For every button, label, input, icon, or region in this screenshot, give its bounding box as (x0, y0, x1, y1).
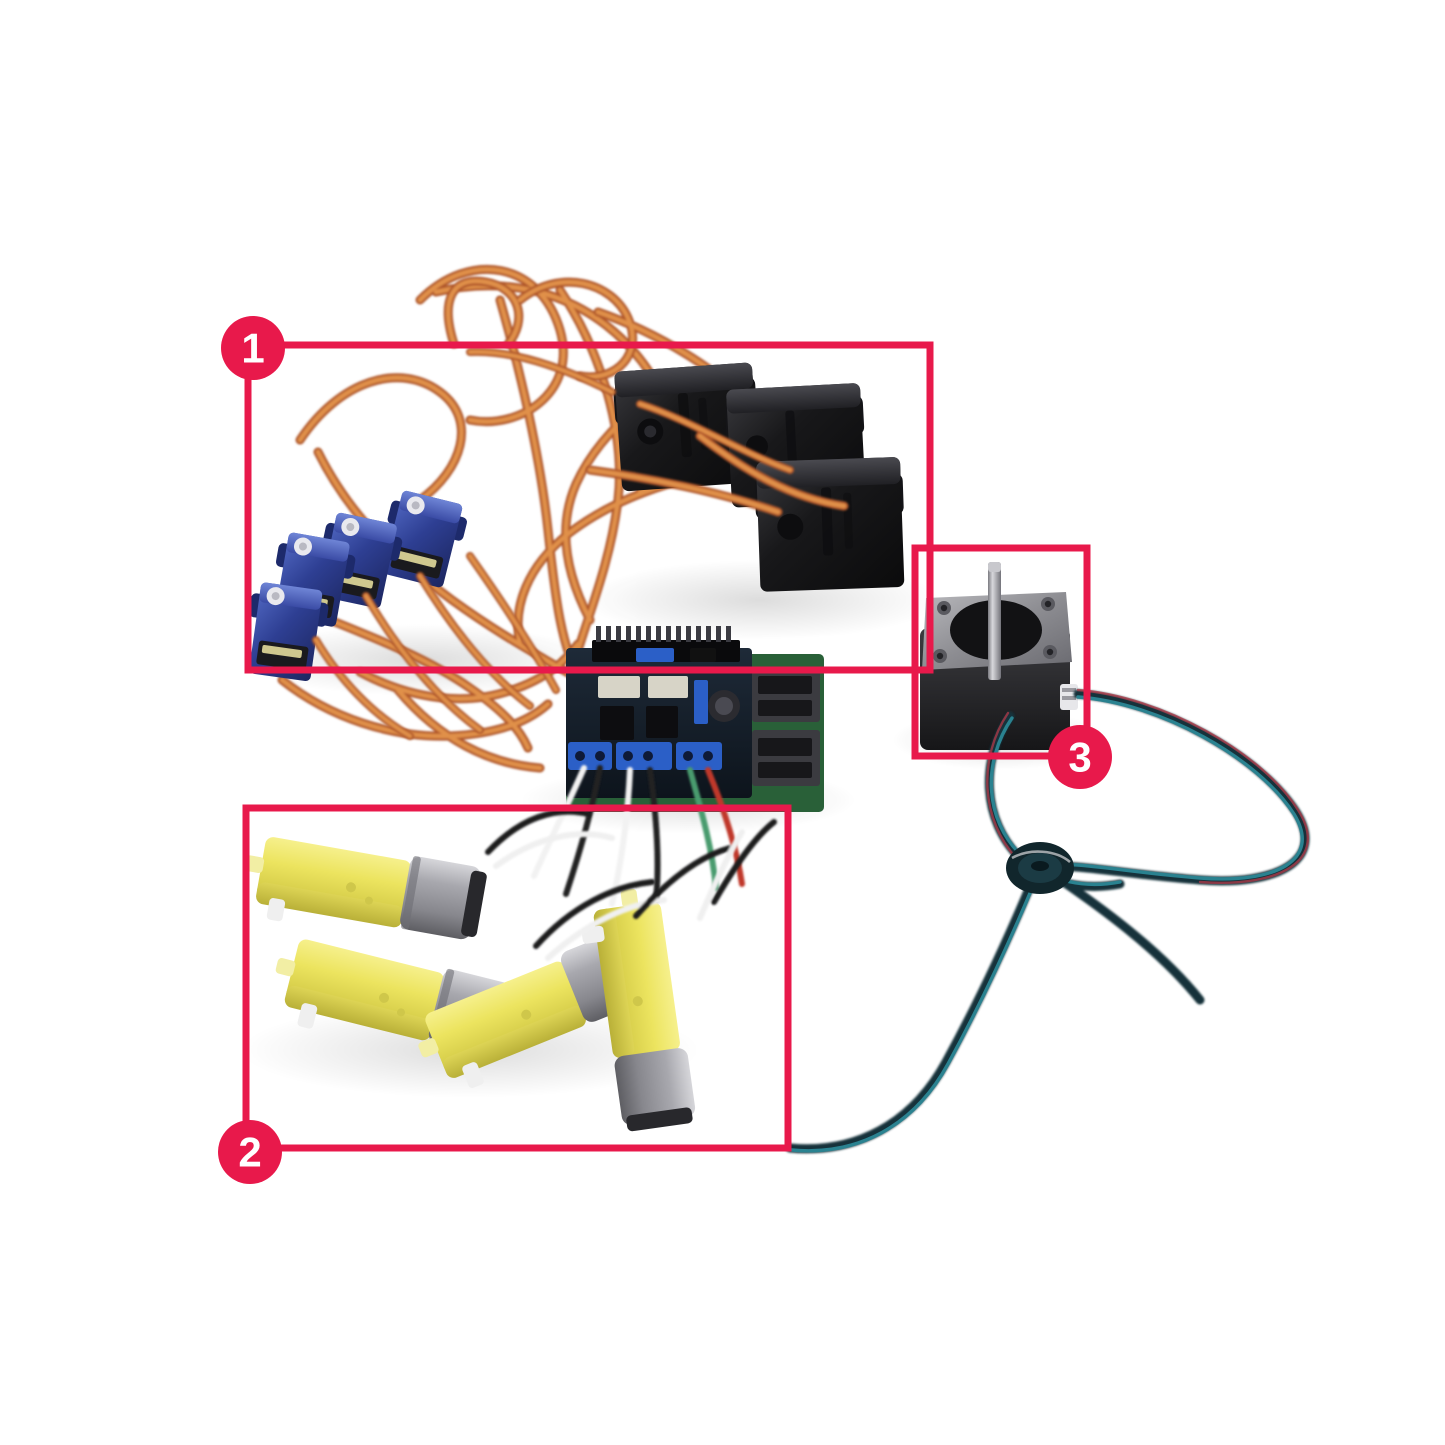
screenshot-root: 1 2 3 Robot Motor Kit - Annotated Compon… (218, 264, 1310, 1184)
product-photo (240, 264, 1310, 1154)
